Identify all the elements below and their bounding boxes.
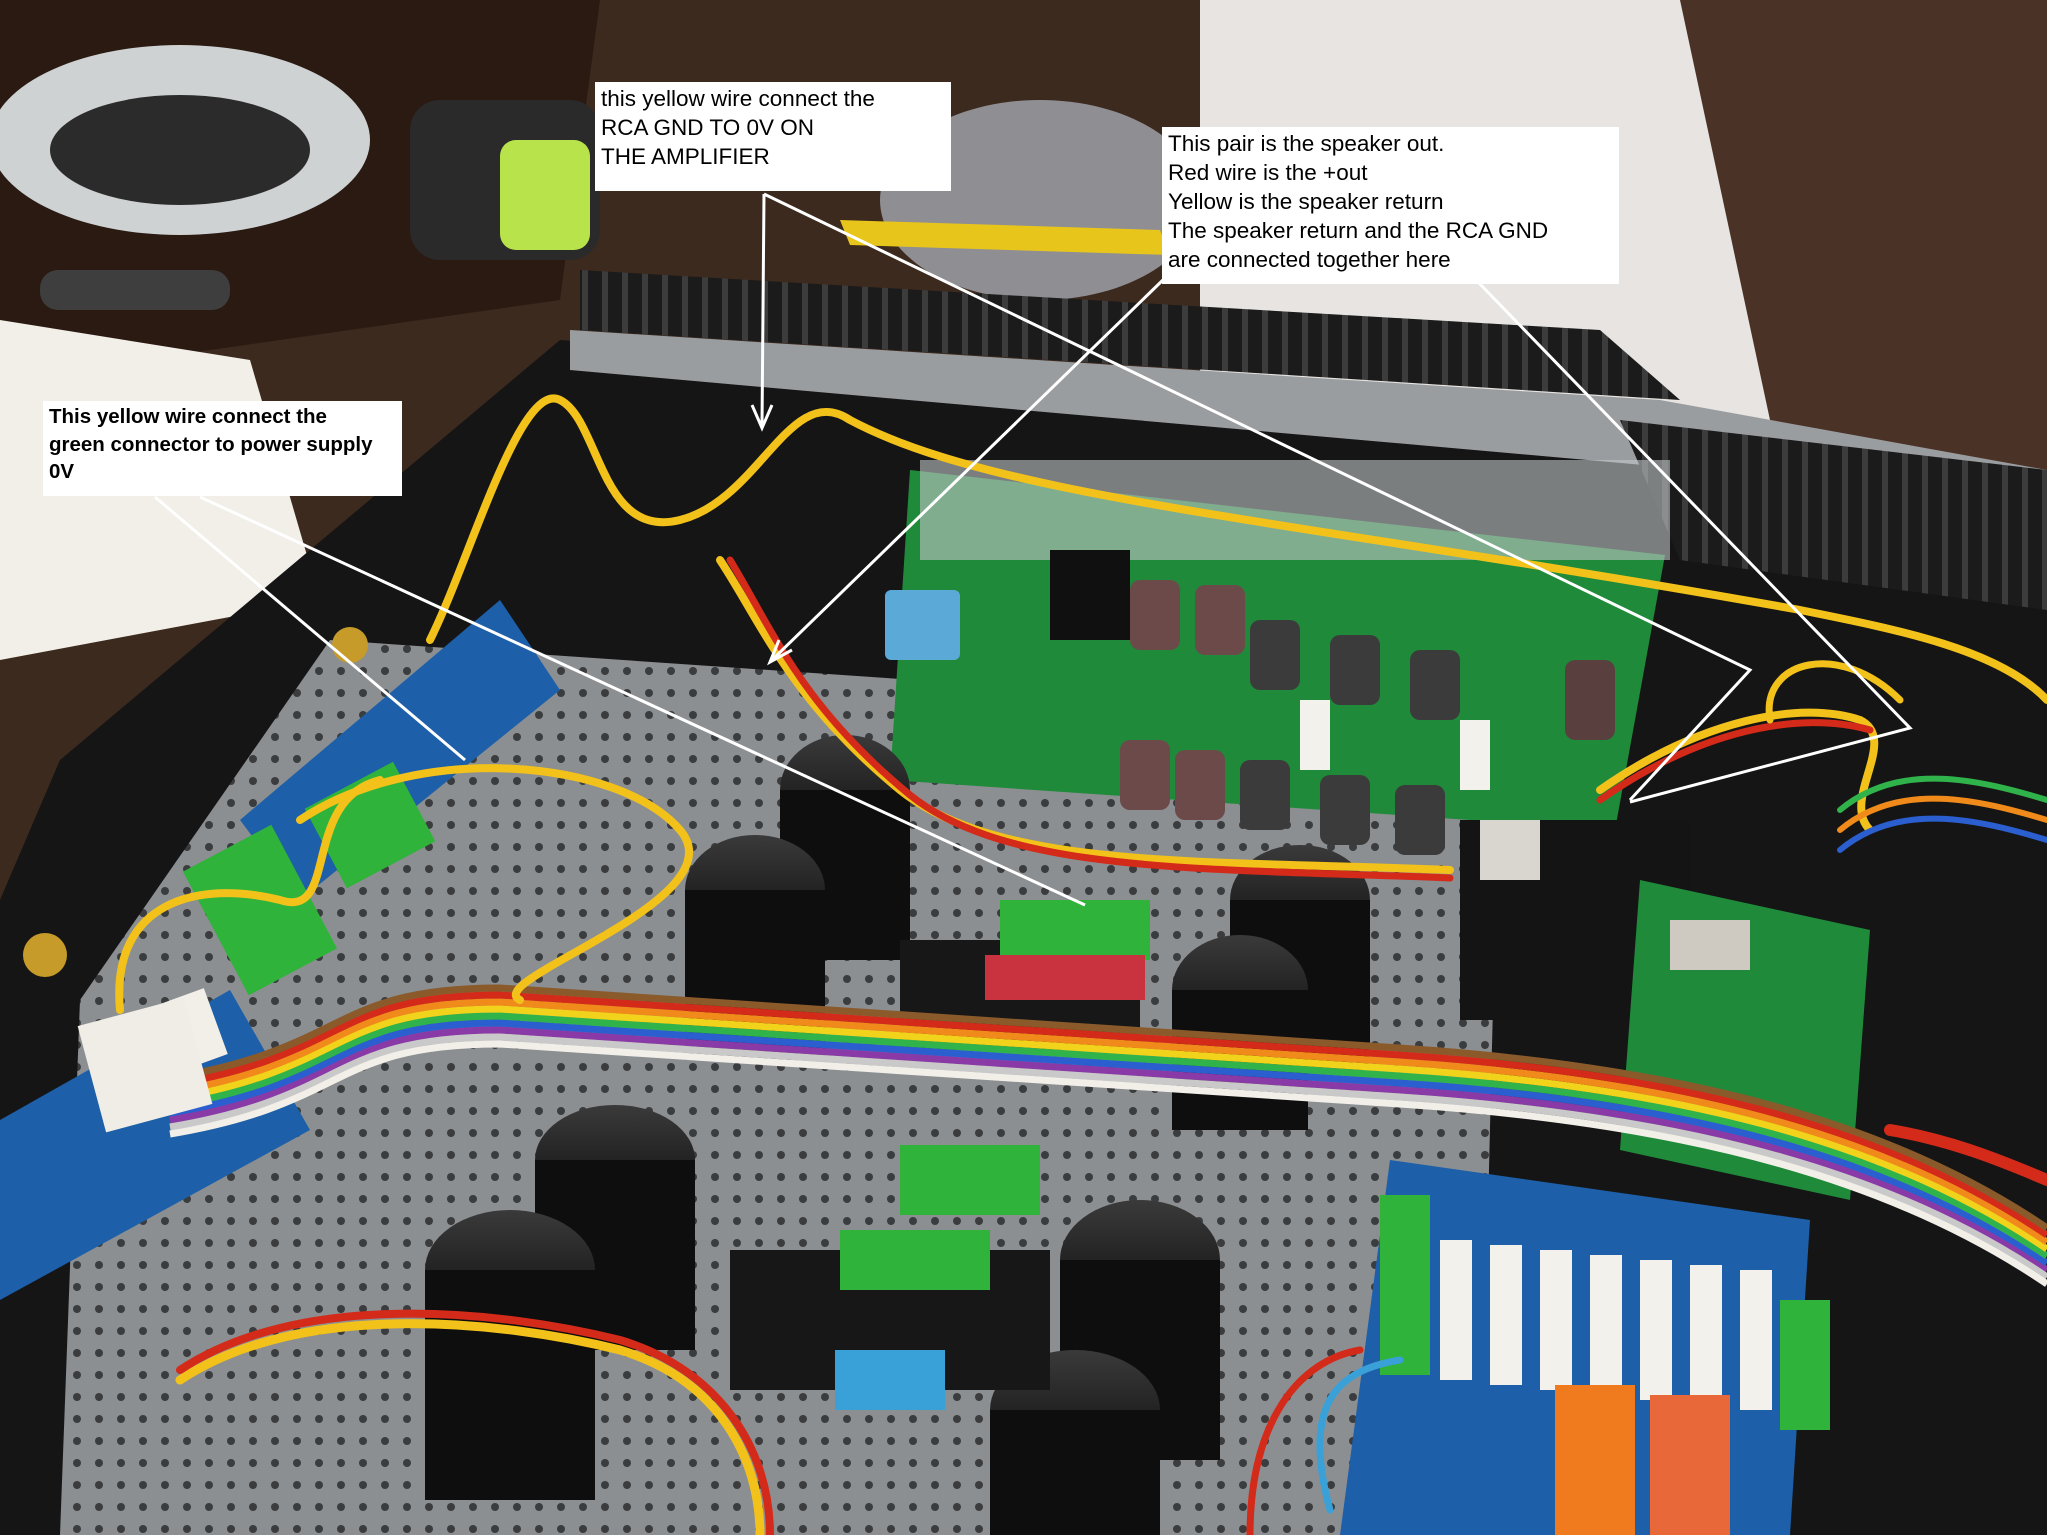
relay — [1555, 1385, 1635, 1535]
power-resistors — [1440, 1240, 1772, 1410]
arrow-speaker-right — [1476, 280, 1913, 804]
arrowhead-speaker-left — [767, 639, 793, 666]
callout-speaker-out-line-5: are connected together here — [1168, 247, 1451, 272]
heatsink-rail — [570, 330, 2047, 520]
heatsink-fins — [580, 270, 1680, 400]
film-capacitor — [885, 590, 960, 660]
callout-green-connector-line-1: This yellow wire connect the — [49, 405, 327, 428]
arrow-rca-gnd — [760, 193, 766, 426]
arrow-speaker-left — [770, 276, 1167, 662]
callout-rca-gnd-line-3: THE AMPLIFIER — [601, 144, 770, 169]
callout-rca-gnd-line-2: RCA GND TO 0V ON — [601, 115, 814, 140]
callout-green-connector-line-2: green connector to power supply — [49, 432, 373, 456]
ribbon-cable — [169, 984, 2047, 1287]
arrow-rca-to-speaker — [763, 192, 1753, 802]
callout-green-connector: This yellow wire connect the green conne… — [43, 401, 402, 496]
callout-speaker-out: This pair is the speaker out. Red wire i… — [1162, 127, 1619, 284]
callout-speaker-out-line-3: Yellow is the speaker return — [1168, 189, 1444, 214]
callout-speaker-out-line-4: The speaker return and the RCA GND — [1168, 218, 1549, 243]
arrow-green-left — [154, 495, 466, 762]
callout-speaker-out-line-2: Red wire is the +out — [1168, 160, 1368, 185]
green-connector-left — [182, 824, 338, 996]
green-connector-center — [1000, 900, 1150, 960]
callout-rca-gnd: this yellow wire connect the RCA GND TO … — [595, 82, 951, 191]
driver-heatsink — [1050, 550, 1130, 640]
callout-green-connector-line-3: 0V — [49, 460, 75, 483]
arrowhead-rca-gnd — [750, 404, 774, 432]
pliers — [840, 220, 1170, 255]
wiring — [115, 394, 2047, 1535]
callout-rca-gnd-line-1: this yellow wire connect the — [601, 86, 875, 111]
callout-speaker-out-line-1: This pair is the speaker out. — [1168, 131, 1445, 156]
amplifier-capacitors — [1120, 580, 1615, 855]
arrow-green-right — [199, 495, 1086, 907]
